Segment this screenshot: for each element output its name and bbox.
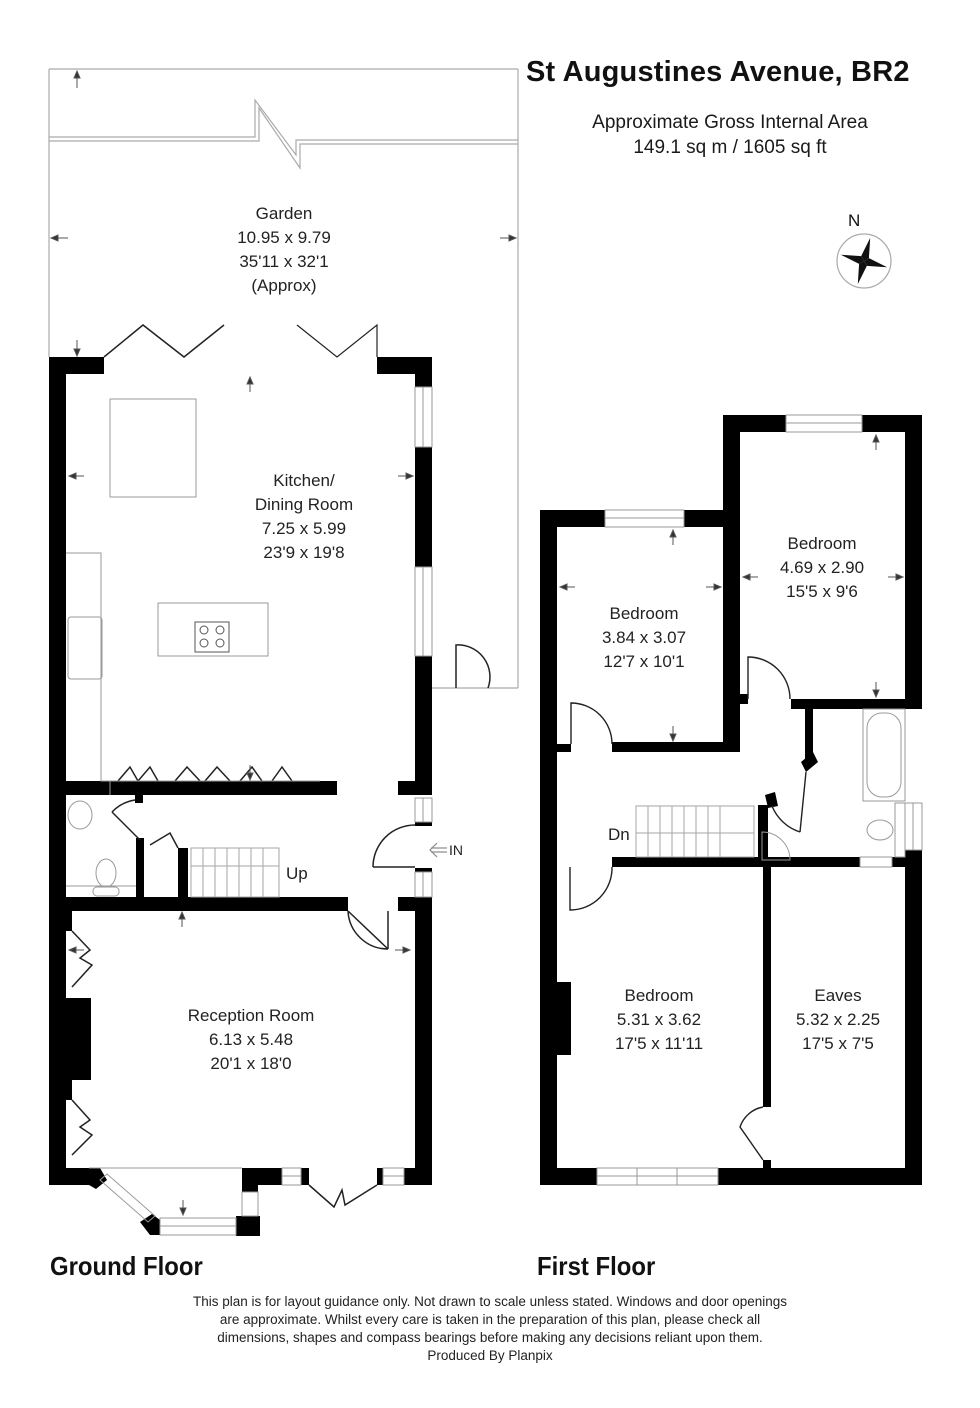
room-label-bedroom-1: Bedroom 3.84 x 3.07 12'7 x 10'1 <box>602 602 686 674</box>
producer-credit: Produced By Planpix <box>427 1348 553 1363</box>
room-dimensions-imperial: 17'5 x 11'11 <box>614 1034 704 1053</box>
room-dimensions-imperial: 12'7 x 10'1 <box>603 652 685 671</box>
room-dimensions-metric: 3.84 x 3.07 <box>601 628 687 647</box>
room-name: Bedroom <box>609 604 679 623</box>
entrance-label: IN <box>449 842 463 858</box>
compass-north-label: N <box>848 211 861 230</box>
room-label-bedroom-3: Bedroom 5.31 x 3.62 17'5 x 11'11 <box>615 984 703 1056</box>
room-dimensions-imperial: 20'1 x 18'0 <box>210 1054 292 1073</box>
room-dimensions-metric: 6.13 x 5.48 <box>208 1030 294 1049</box>
room-label-eaves: Eaves 5.32 x 2.25 17'5 x 7'5 <box>796 984 880 1056</box>
room-name: Garden <box>255 204 313 223</box>
room-dimensions-imperial: 35'11 x 32'1 <box>239 252 329 271</box>
room-name: Kitchen/ <box>273 471 335 490</box>
room-name: Reception Room <box>187 1006 315 1025</box>
stairs-down-label: Dn <box>608 825 630 844</box>
first-floor-doors <box>569 656 807 1161</box>
disclaimer-line: This plan is for layout guidance only. N… <box>192 1294 788 1309</box>
garden-outline <box>48 68 519 689</box>
ground-floor-windows <box>89 386 433 1236</box>
area-value: 149.1 sq m / 1605 sq ft <box>633 137 827 158</box>
room-label-reception: Reception Room 6.13 x 5.48 20'1 x 18'0 <box>188 1004 315 1076</box>
wc-fixtures <box>66 800 136 897</box>
room-name: Eaves <box>814 986 862 1005</box>
disclaimer: This plan is for layout guidance only. N… <box>140 1293 840 1365</box>
kitchen-fixtures <box>66 398 320 795</box>
first-floor-fixtures <box>761 708 906 861</box>
room-dimensions-metric: 5.31 x 3.62 <box>616 1010 702 1029</box>
room-dimensions-imperial: 15'5 x 9'6 <box>786 582 858 601</box>
disclaimer-line: are approximate. Whilst every care is ta… <box>219 1312 761 1327</box>
gross-internal-area: Approximate Gross Internal Area 149.1 sq… <box>520 110 940 160</box>
room-label-kitchen-dining: Kitchen/ Dining Room 7.25 x 5.99 23'9 x … <box>255 469 353 565</box>
ground-floor-doors <box>71 323 491 1209</box>
room-dimensions-metric: 7.25 x 5.99 <box>261 519 347 538</box>
room-dimensions-imperial: 17'5 x 7'5 <box>802 1034 874 1053</box>
room-dimensions-metric: 5.32 x 2.25 <box>795 1010 881 1029</box>
room-note: (Approx) <box>251 276 317 295</box>
room-label-garden: Garden 10.95 x 9.79 35'11 x 32'1 (Approx… <box>237 202 331 298</box>
ground-stairs <box>190 847 280 898</box>
room-dimensions-imperial: 23'9 x 19'8 <box>263 543 345 562</box>
area-label: Approximate Gross Internal Area <box>592 112 868 133</box>
property-title: St Augustines Avenue, BR2 <box>526 56 910 88</box>
first-dimension-arrows <box>558 433 905 743</box>
first-floor-label: First Floor <box>537 1251 656 1281</box>
entrance-arrow-icon <box>429 842 447 858</box>
ground-floor-walls <box>49 357 432 1236</box>
ground-dimension-arrows <box>67 375 415 1217</box>
room-dimensions-metric: 10.95 x 9.79 <box>237 228 331 247</box>
compass-rose-icon <box>836 233 892 289</box>
room-name: Bedroom <box>787 534 857 553</box>
stairs-up-label: Up <box>286 864 308 883</box>
room-name: Dining Room <box>254 495 354 514</box>
first-floor-windows <box>596 414 923 1186</box>
room-dimensions-metric: 4.69 x 2.90 <box>779 558 865 577</box>
first-stairs <box>635 805 755 858</box>
room-name: Bedroom <box>624 986 694 1005</box>
ground-floor-label: Ground Floor <box>50 1251 203 1281</box>
first-floor-walls <box>540 415 922 1185</box>
dimension-arrows <box>49 69 518 358</box>
room-label-bedroom-2: Bedroom 4.69 x 2.90 15'5 x 9'6 <box>780 532 864 604</box>
disclaimer-line: dimensions, shapes and compass bearings … <box>217 1330 763 1345</box>
